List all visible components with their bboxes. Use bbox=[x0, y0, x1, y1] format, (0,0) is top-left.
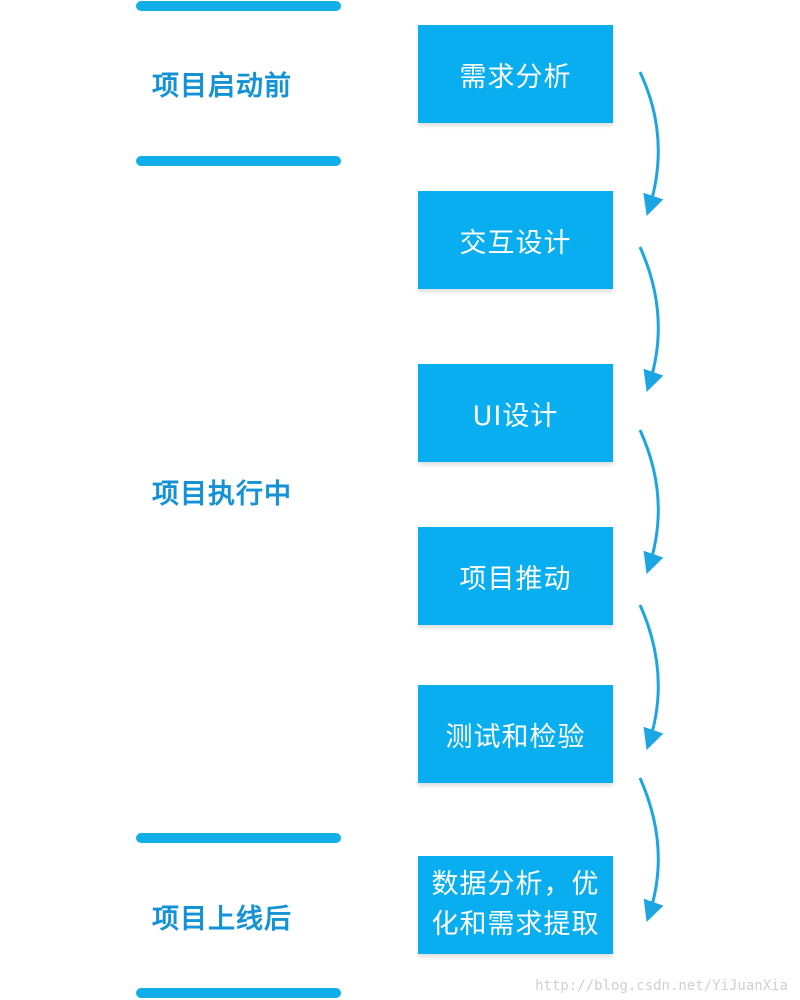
phase-label-before-launch: 项目启动前 bbox=[152, 71, 292, 102]
phase-label-in-progress: 项目执行中 bbox=[152, 479, 292, 510]
phase-divider bbox=[136, 988, 341, 998]
step-box-interaction-design: 交互设计 bbox=[418, 191, 613, 289]
arrow-1 bbox=[638, 71, 664, 216]
watermark: http://blog.csdn.net/YiJuanXia bbox=[535, 978, 788, 994]
step-box-ui-design: UI设计 bbox=[418, 364, 613, 462]
phase-divider bbox=[136, 156, 341, 166]
step-box-project-promotion: 项目推动 bbox=[418, 527, 613, 625]
arrow-5 bbox=[638, 777, 664, 922]
phase-divider bbox=[136, 833, 341, 843]
arrow-4 bbox=[638, 604, 664, 750]
arrow-3 bbox=[638, 429, 664, 574]
phase-label-after-launch: 项目上线后 bbox=[152, 904, 292, 935]
phase-divider bbox=[136, 1, 341, 11]
arrow-2 bbox=[638, 246, 664, 392]
step-box-requirements-analysis: 需求分析 bbox=[418, 25, 613, 123]
step-box-testing: 测试和检验 bbox=[418, 685, 613, 783]
step-box-data-analysis: 数据分析，优化和需求提取 bbox=[418, 856, 613, 954]
